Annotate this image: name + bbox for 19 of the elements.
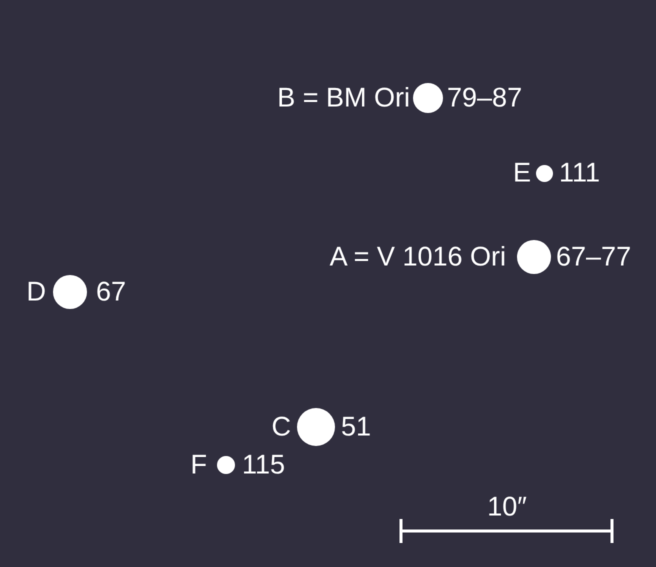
value-label: 111 (559, 157, 600, 189)
star-label: F (190, 449, 207, 481)
scale-label: 10″ (487, 491, 527, 523)
star-dot (413, 83, 443, 113)
star-dot (517, 240, 551, 274)
star-label: E (512, 157, 531, 189)
star-label: D (26, 276, 46, 308)
value-label: 67–77 (556, 241, 632, 273)
value-label: 115 (242, 449, 286, 481)
star-label: B = BM Ori (277, 82, 410, 114)
value-label: 67 (96, 276, 126, 308)
star-dot (217, 456, 235, 474)
star-label: C (272, 411, 291, 443)
star-dot (297, 408, 335, 446)
star-dot (53, 275, 87, 309)
star-dot (536, 164, 552, 182)
value-label: 51 (341, 411, 372, 443)
value-label: 79–87 (447, 82, 522, 114)
star-label: A = V 1016 Ori (330, 241, 506, 273)
